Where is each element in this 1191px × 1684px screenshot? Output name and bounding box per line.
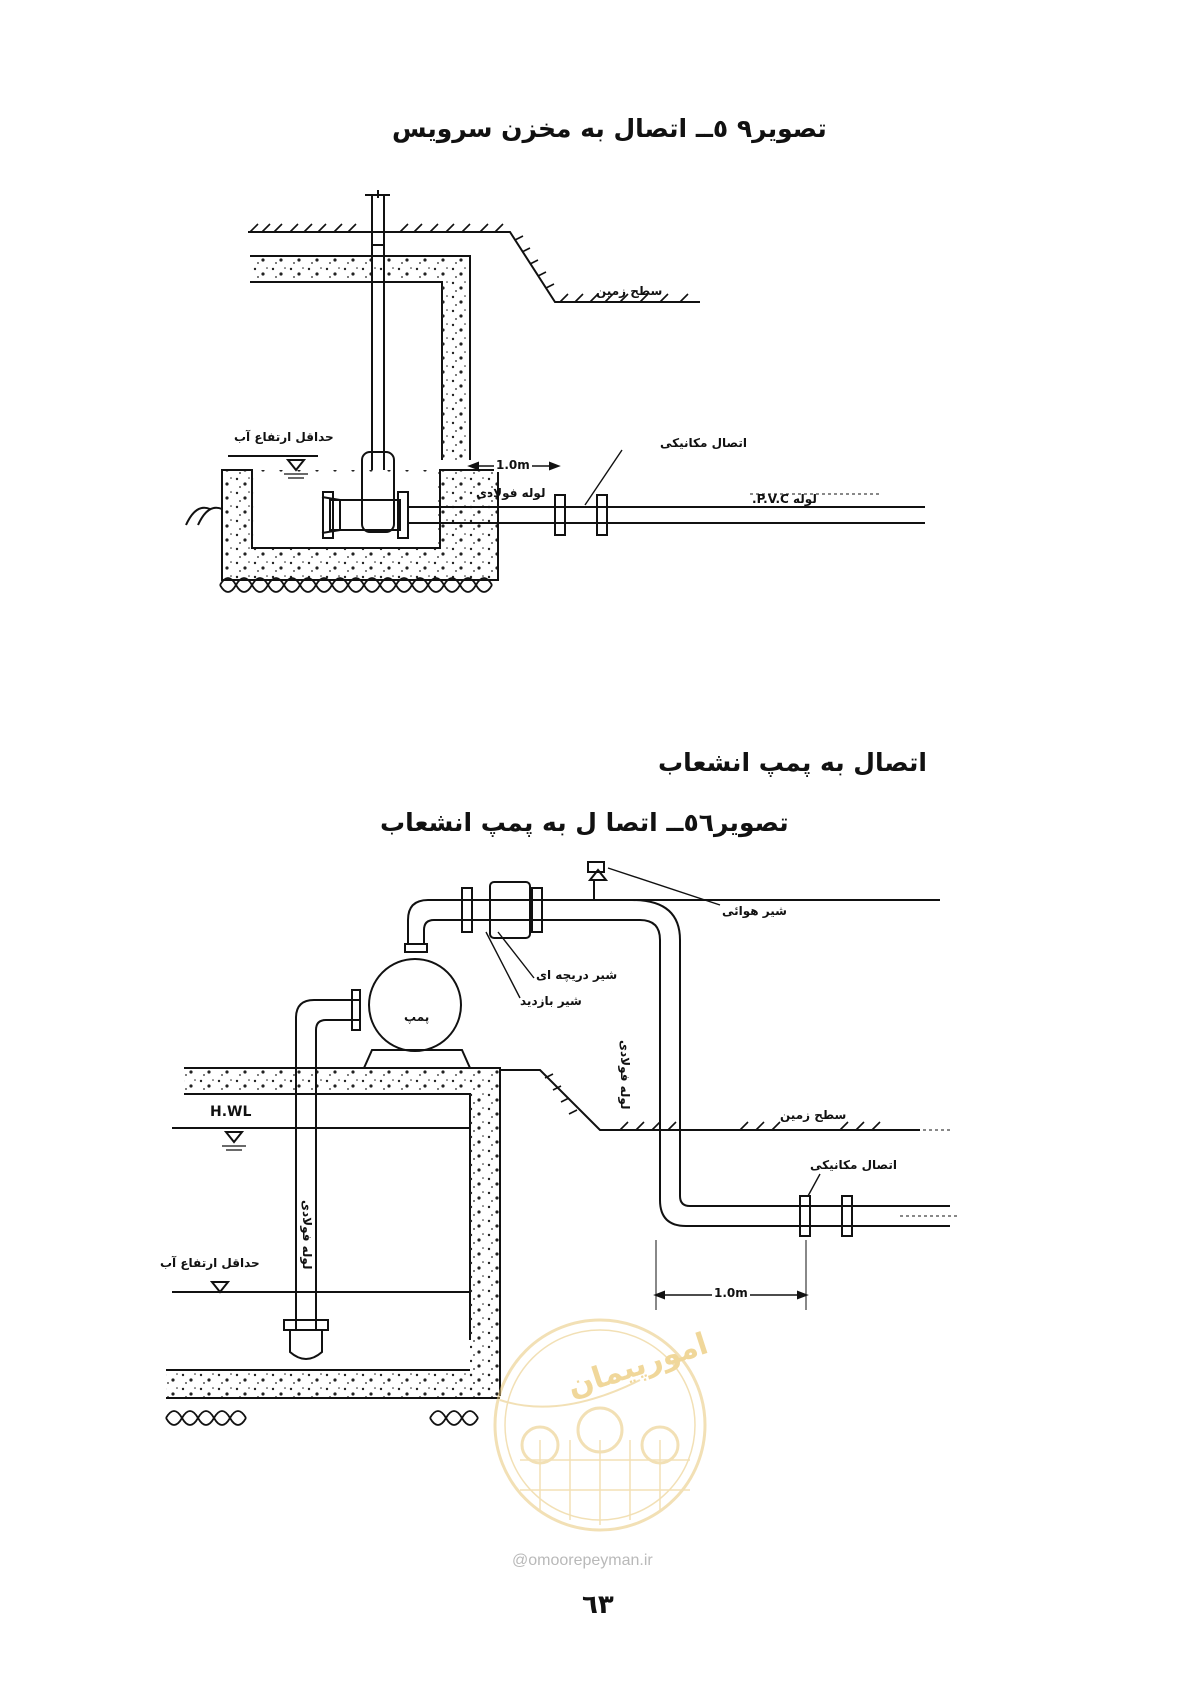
section-heading: اتصال به پمپ انشعاب [658, 748, 927, 777]
fig2-mech-joint-label: اتصال مکانیکی [810, 1158, 897, 1172]
fig1-dim-label: 1.0m [494, 458, 532, 472]
fig2-ground-label: سطح زمین [780, 1108, 847, 1122]
watermark-text: @omoorepeyman.ir [512, 1552, 653, 1569]
fig1-ground-label: سطح زمین [596, 284, 663, 298]
fig2-pump-label: پمپ [404, 1010, 430, 1024]
figure1-caption: تصویر۹ ٥ــ اتصال به مخزن سرویس [392, 114, 827, 143]
fig1-min-water-label: حداقل ارتفاع آب [234, 430, 334, 444]
fig1-steel-pipe-label: لوله فولادی [476, 486, 546, 500]
fig2-air-valve-label: شیر هوائی [722, 904, 787, 918]
page-number: ٦٣ [582, 1590, 614, 1620]
fig2-inspect-valve-label: شیر بازدید [520, 994, 582, 1008]
fig2-check-valve-label: شیر دریچه ای [536, 968, 618, 982]
fig1-pvc-label: لوله P.V.C. [752, 492, 817, 506]
fig2-dim-label: 1.0m [712, 1286, 750, 1300]
fig2-hwl-label: H.WL [210, 1104, 252, 1120]
figure2-caption: تصویر٥٦ــ اتصا ل به پمپ انشعاب [380, 808, 789, 837]
fig2-min-water-label: حداقل ارتفاع آب [160, 1256, 260, 1270]
fig1-mech-joint-label: اتصال مکانیکی [660, 436, 747, 450]
